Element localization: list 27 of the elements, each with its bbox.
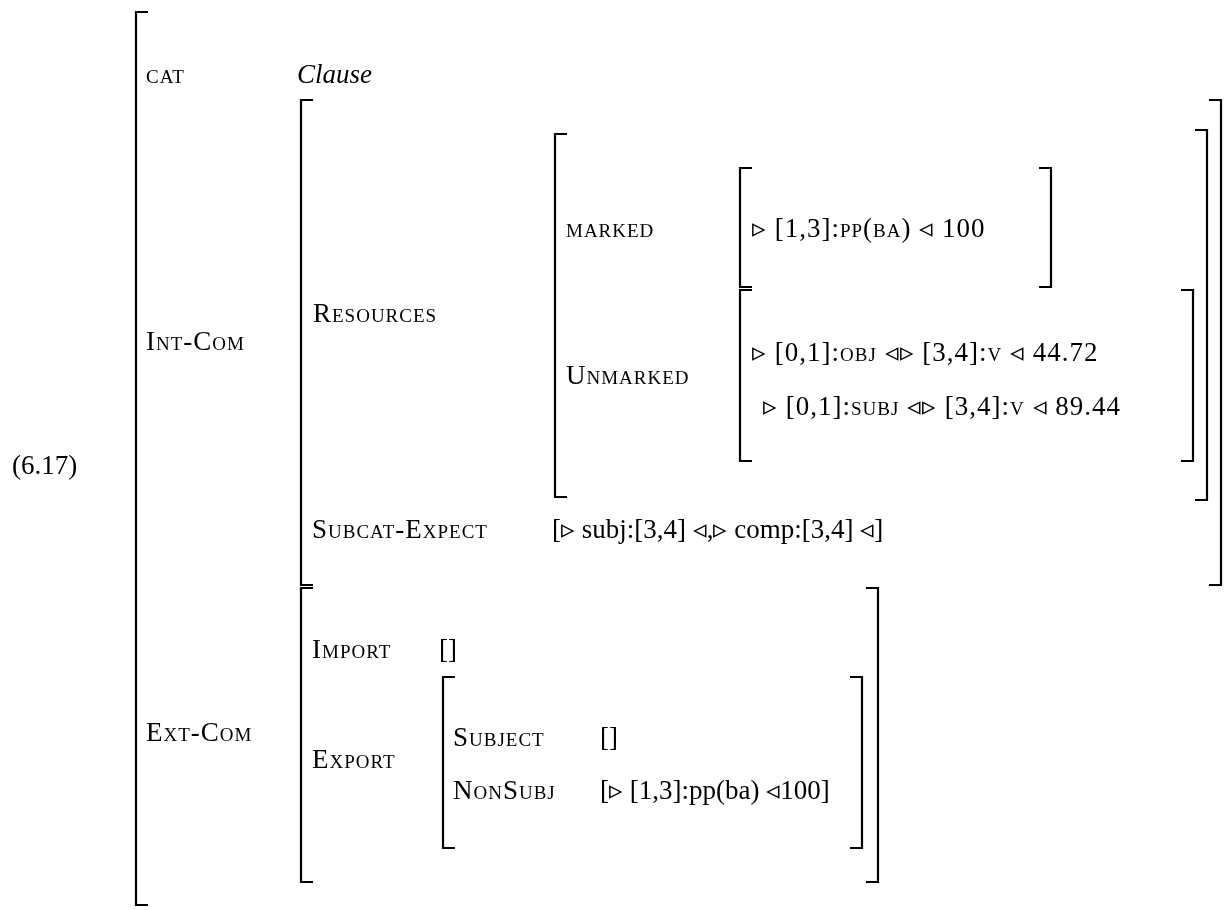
feature-name: marked <box>566 214 655 244</box>
attribute-value-matrix <box>299 98 1224 587</box>
feature-value: [] <box>600 723 618 753</box>
feature-name: Import <box>312 635 392 665</box>
attribute-value-matrix <box>738 166 1053 289</box>
feature-value: ▹ [0,1]:subj ◃▹ [3,4]:v ◃ 89.44 <box>763 392 1122 422</box>
feature-name: Int-Com <box>146 327 245 357</box>
example-number: (6.17) <box>12 451 78 481</box>
feature-value: ▹ [0,1]:obj ◃▹ [3,4]:v ◃ 44.72 <box>752 338 1099 368</box>
feature-value: [▹ [1,3]:pp(ba) ◃100] <box>600 776 830 806</box>
feature-name: cat <box>146 60 185 90</box>
feature-value: ▹ [1,3]:pp(ba) ◃ 100 <box>752 214 986 244</box>
feature-name: Subcat-Expect <box>312 515 488 545</box>
feature-name: Resources <box>313 299 438 329</box>
attribute-value-matrix <box>552 128 1210 500</box>
feature-name: NonSubj <box>453 776 556 806</box>
feature-value: [▹ subj:[3,4] ◃,▹ comp:[3,4] ◃] <box>552 515 884 545</box>
attribute-value-matrix <box>299 586 880 884</box>
feature-name: Subject <box>453 723 545 753</box>
feature-name: Ext-Com <box>146 718 253 748</box>
attribute-value-matrix <box>738 288 1195 463</box>
feature-name: Unmarked <box>566 361 690 391</box>
attribute-value-matrix <box>134 8 1224 908</box>
feature-value: [] <box>439 635 457 665</box>
feature-value: Clause <box>297 60 372 90</box>
attribute-value-matrix <box>441 675 864 850</box>
feature-name: Export <box>312 745 396 775</box>
